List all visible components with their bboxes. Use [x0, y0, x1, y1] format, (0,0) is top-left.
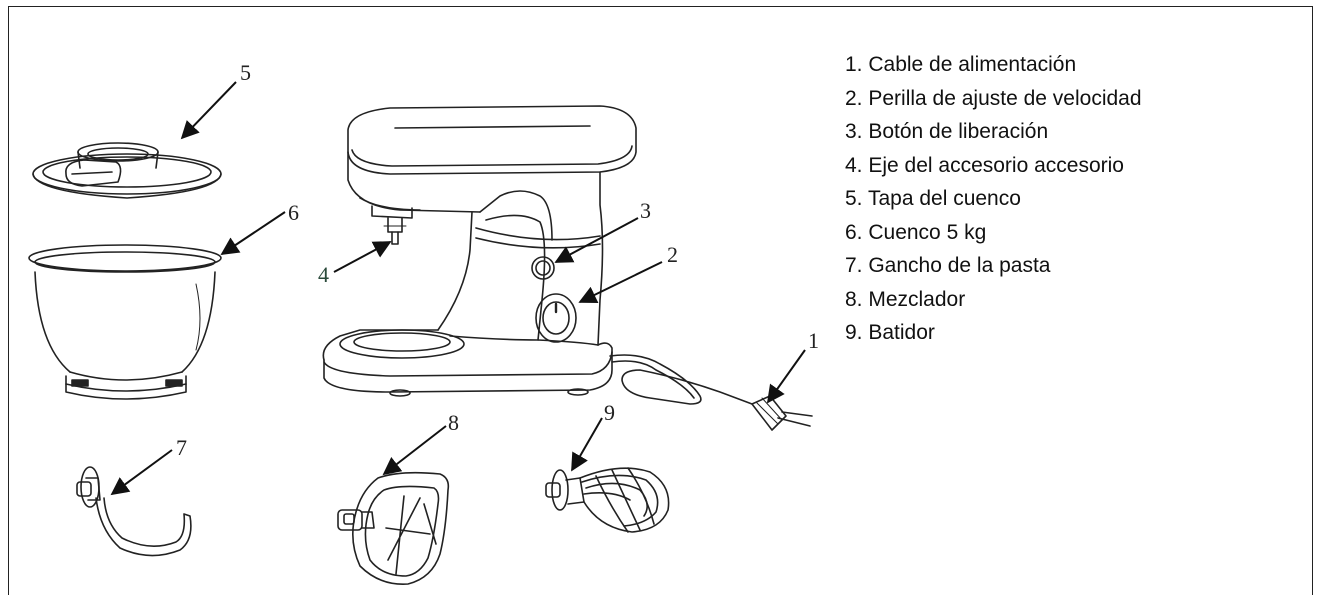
arrow-6	[220, 211, 286, 255]
callout-7: 7	[176, 435, 187, 460]
callout-5: 5	[240, 60, 251, 85]
legend-item: 2. Perilla de ajuste de velocidad	[845, 86, 1142, 110]
callout-8: 8	[448, 410, 459, 435]
legend-item: 8. Mezclador	[845, 287, 966, 311]
power-cable	[609, 354, 813, 431]
callout-4: 4	[318, 262, 329, 287]
callout-3: 3	[640, 198, 651, 223]
flat-beater	[337, 471, 450, 585]
parts-legend: 1. Cable de alimentación 2. Perilla de a…	[845, 48, 1142, 350]
legend-item: 1. Cable de alimentación	[845, 53, 1077, 76]
mixing-bowl	[28, 244, 222, 400]
callout-6: 6	[288, 200, 299, 225]
arrow-3	[554, 217, 639, 263]
legend-item: 7. Gancho de la pasta	[845, 254, 1051, 277]
arrow-9	[571, 417, 603, 472]
legend-item: 6. Cuenco 5 kg	[845, 220, 987, 244]
dough-hook	[76, 466, 192, 557]
arrow-7	[110, 449, 173, 496]
legend-item: 9. Batidor	[845, 321, 935, 344]
legend-item: 5. Tapa del cuenco	[845, 187, 1021, 210]
stand-mixer	[322, 105, 637, 397]
arrow-5	[180, 81, 237, 140]
legend-item: 3. Botón de liberación	[845, 120, 1049, 143]
bowl-lid	[32, 142, 222, 199]
diagram-frame	[8, 6, 1313, 595]
callout-1: 1	[808, 328, 819, 353]
callout-9: 9	[604, 400, 615, 425]
arrow-1	[766, 349, 806, 404]
legend-item: 4. Eje del accesorio accesorio	[845, 153, 1124, 177]
arrow-8	[382, 425, 447, 476]
arrow-2	[578, 261, 663, 303]
whisk	[545, 467, 670, 533]
arrow-4	[333, 241, 392, 273]
callout-2: 2	[667, 242, 678, 267]
